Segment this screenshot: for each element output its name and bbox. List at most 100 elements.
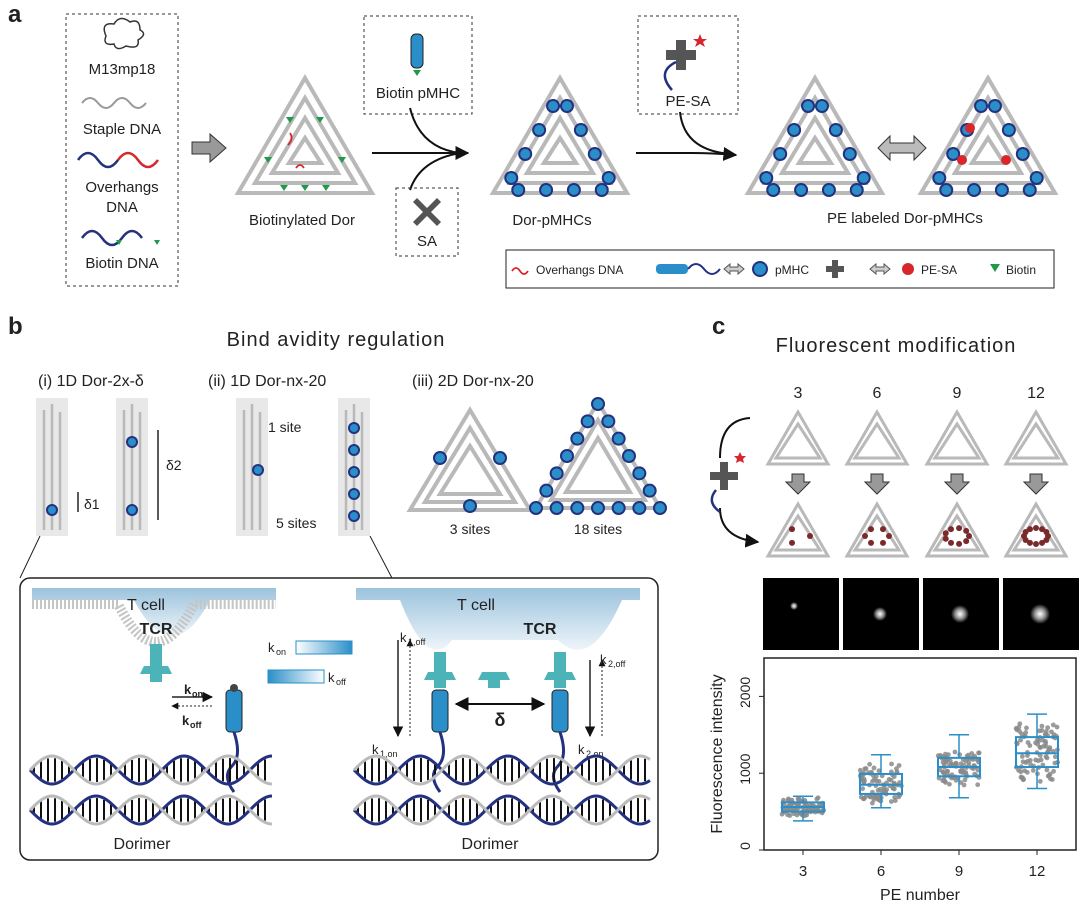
input-dna: DNA bbox=[106, 199, 138, 216]
data-point bbox=[1017, 728, 1022, 734]
pe-count-label: 9 bbox=[953, 385, 962, 402]
data-point bbox=[969, 751, 975, 756]
label-k1on-k: k bbox=[372, 742, 379, 757]
t-cell-right bbox=[356, 588, 640, 650]
x-tick-label: 9 bbox=[955, 863, 963, 880]
label-k2on-k: k bbox=[578, 742, 585, 757]
data-point bbox=[945, 768, 950, 774]
pe-dot bbox=[956, 540, 963, 547]
pe-dot bbox=[956, 525, 963, 532]
data-point bbox=[975, 782, 981, 788]
equivalence-arrow bbox=[877, 134, 927, 162]
legend-overhangs: Overhangs DNA bbox=[536, 263, 623, 277]
pe-sa-icon-c bbox=[710, 462, 738, 490]
pe-dot bbox=[789, 526, 795, 533]
triangle-labeled bbox=[844, 500, 910, 558]
legend-pe-sa-icon bbox=[826, 260, 844, 278]
data-point bbox=[941, 777, 947, 783]
pmhc-dot bbox=[814, 99, 829, 113]
pe-dot bbox=[942, 530, 949, 537]
data-point bbox=[943, 759, 949, 765]
triangle-unlabeled bbox=[924, 408, 990, 466]
data-point bbox=[1039, 723, 1045, 729]
pmhc-dot bbox=[994, 183, 1009, 197]
pe-dot bbox=[1039, 539, 1045, 546]
pmhc-dot bbox=[546, 99, 561, 113]
kon-legend-sub: on bbox=[276, 647, 286, 657]
fluorescence-spot bbox=[1030, 604, 1050, 624]
input-staple-dna: Staple DNA bbox=[83, 121, 161, 138]
pmhc-dot bbox=[801, 99, 816, 113]
y-tick-label: 2000 bbox=[737, 677, 753, 708]
data-point bbox=[1049, 729, 1054, 735]
triangle-pe-labeled-2 bbox=[917, 74, 1059, 195]
label-5-sites: 5 sites bbox=[276, 515, 316, 531]
legend-box bbox=[505, 249, 1055, 289]
pmhc-dot bbox=[518, 147, 533, 161]
kon-legend-k: k bbox=[268, 640, 275, 655]
label-k1on-sub: 1,on bbox=[380, 749, 398, 759]
pe-count-label: 12 bbox=[1027, 385, 1045, 402]
input-m13mp18: M13mp18 bbox=[89, 61, 156, 78]
triangle-3-sites bbox=[406, 406, 534, 512]
site-dot bbox=[126, 436, 138, 448]
data-point bbox=[1023, 730, 1029, 735]
data-point bbox=[1025, 758, 1031, 764]
site-dot bbox=[252, 464, 264, 476]
y-axis-label: Fluorescence intensity bbox=[709, 674, 726, 833]
pe-dot bbox=[948, 526, 954, 533]
dorimer-dna-right bbox=[352, 754, 651, 826]
pmhc-dot bbox=[759, 171, 774, 185]
pmhc-dot bbox=[594, 183, 609, 197]
label-koff-sub: off bbox=[190, 720, 202, 730]
biotin-marker bbox=[280, 185, 288, 191]
plot-frame bbox=[763, 657, 1077, 851]
down-arrow bbox=[1022, 473, 1050, 495]
label-k2off-k: k bbox=[600, 652, 607, 667]
tcr-icon-right-2 bbox=[478, 672, 510, 688]
mechanism-box bbox=[19, 577, 659, 861]
label-arrow bbox=[636, 146, 738, 161]
biotin-pmhc-box bbox=[363, 15, 473, 115]
x-tick-label: 6 bbox=[877, 863, 885, 880]
dots-18-sites bbox=[529, 397, 667, 515]
pmhc-dot bbox=[787, 123, 802, 137]
pmhc-dot bbox=[766, 183, 781, 197]
biotin-dna-icon bbox=[80, 229, 144, 247]
down-arrow bbox=[784, 473, 812, 495]
sa-box bbox=[395, 187, 459, 257]
curve-arrow-bottom bbox=[719, 507, 760, 548]
overhangs-dna-icon bbox=[76, 151, 120, 169]
data-point bbox=[943, 751, 948, 757]
biotin-marker bbox=[286, 117, 294, 123]
site-dot bbox=[632, 466, 647, 481]
data-point bbox=[786, 796, 791, 802]
site-dot bbox=[348, 422, 360, 434]
site-dot bbox=[348, 510, 360, 522]
panel-b: b Bind avidity regulation (i) 1D Dor-2x-… bbox=[8, 313, 664, 861]
data-point bbox=[1052, 760, 1058, 766]
title-fluorescent: Fluorescent modification bbox=[776, 335, 1017, 357]
pmhc-dot bbox=[573, 123, 588, 137]
pmhc-dot bbox=[987, 99, 1002, 113]
label-biotin-pmhc: Biotin pMHC bbox=[376, 85, 460, 102]
down-arrow bbox=[943, 473, 971, 495]
curve-arrow-top bbox=[719, 417, 751, 459]
koff-legend-sub: off bbox=[336, 677, 346, 687]
label-dorimer-left: Dorimer bbox=[114, 836, 172, 853]
data-point bbox=[962, 777, 968, 783]
pmhc-dot bbox=[1001, 123, 1016, 137]
data-point bbox=[1051, 768, 1056, 774]
label-tcr-left: TCR bbox=[140, 621, 173, 638]
process-arrow bbox=[191, 132, 227, 164]
fluorescence-spot bbox=[873, 607, 887, 621]
data-point bbox=[966, 760, 972, 766]
pe-dot bbox=[1033, 525, 1039, 531]
pe-dot bbox=[1022, 529, 1029, 535]
pmhc-dot bbox=[821, 183, 836, 197]
data-point bbox=[860, 786, 866, 792]
pe-sa-dot bbox=[965, 123, 975, 133]
pmhc-dot bbox=[974, 99, 989, 113]
pe-dot bbox=[807, 533, 813, 539]
dorimer-dna-left bbox=[28, 754, 273, 826]
